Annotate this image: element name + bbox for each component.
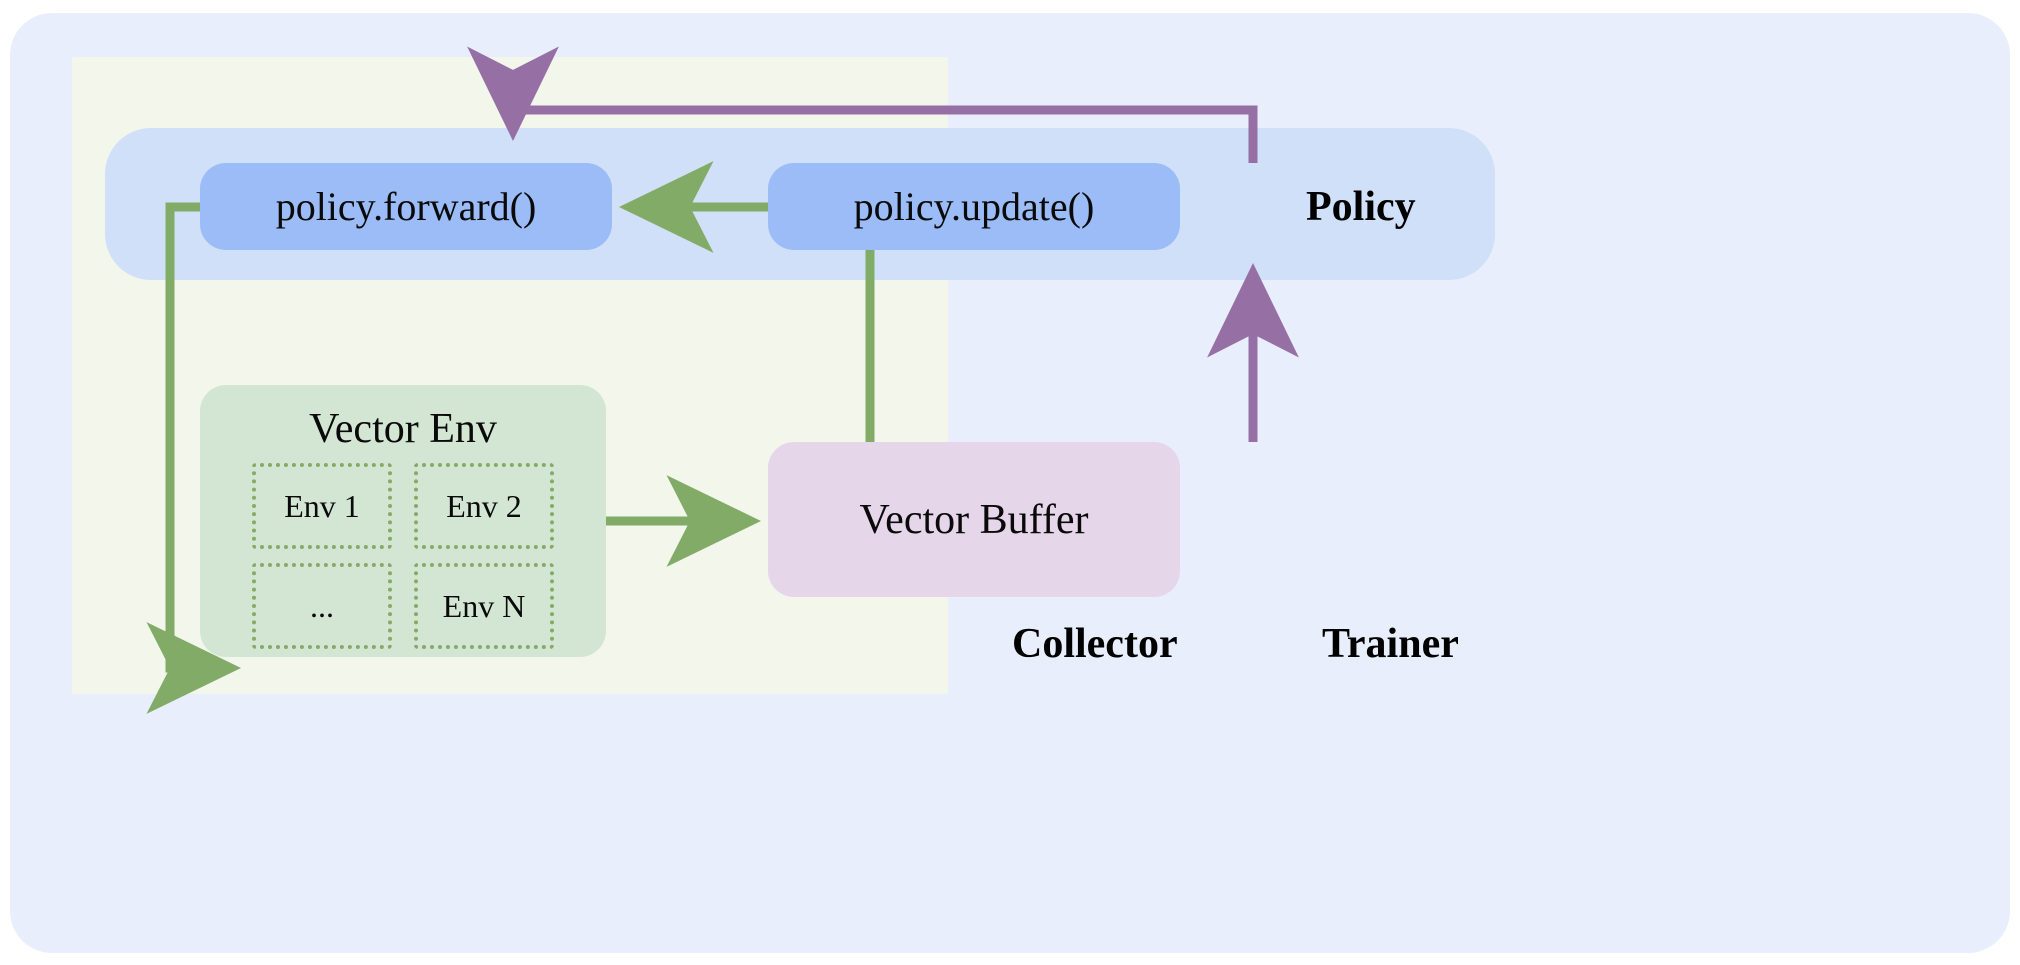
env-cell-n[interactable]: Env N [414,563,554,649]
env-cell-n-label: Env N [442,587,526,624]
node-vector-env-label: Vector Env [309,406,497,452]
node-vector-env[interactable]: Vector Env Env 1 Env 2 ... Env N [200,385,606,657]
env-cell-2-label: Env 2 [446,487,522,524]
node-policy-update-label: policy.update() [853,184,1095,229]
env-cell-ellipsis-label: ... [310,587,334,624]
region-label-policy: Policy [1306,184,1416,230]
node-vector-buffer-label: Vector Buffer [859,496,1089,543]
node-vector-buffer[interactable]: Vector Buffer [768,442,1180,597]
node-policy-update[interactable]: policy.update() [768,163,1180,250]
node-policy-forward[interactable]: policy.forward() [200,163,612,250]
env-cell-ellipsis[interactable]: ... [252,563,392,649]
env-cell-1[interactable]: Env 1 [252,463,392,549]
env-grid: Env 1 Env 2 ... Env N [200,463,606,649]
env-cell-1-label: Env 1 [284,487,360,524]
region-label-trainer: Trainer [1322,621,1459,667]
node-policy-forward-label: policy.forward() [275,184,537,229]
env-cell-2[interactable]: Env 2 [414,463,554,549]
region-label-collector: Collector [1012,621,1178,667]
